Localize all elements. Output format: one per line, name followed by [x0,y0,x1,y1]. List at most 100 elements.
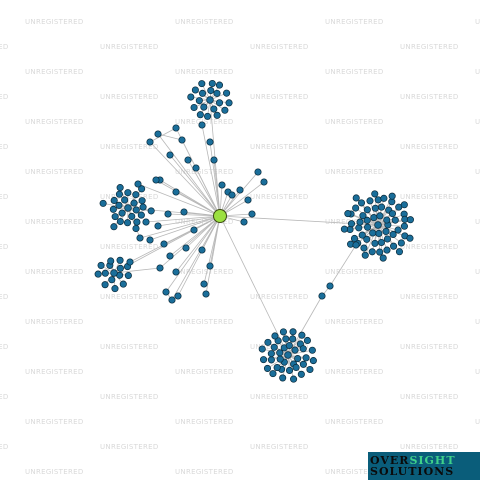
logo-line-1: OVERSIGHT [370,455,456,466]
watermark-text: UNREGISTERED [325,318,384,326]
watermark-text: UNREGISTERED [0,43,9,51]
watermark-text: UNREGISTERED [175,368,234,376]
graph-node [223,89,231,97]
graph-node [174,292,182,300]
graph-edge [185,215,221,249]
graph-node [263,364,272,372]
watermark-text: UNREGISTERED [25,468,84,476]
graph-node [254,168,262,176]
graph-node [180,208,188,216]
graph-edge [205,215,221,295]
watermark-text: UNREGISTERED [25,268,84,276]
center-node [213,209,227,223]
graph-node [347,220,356,228]
graph-node [208,79,216,88]
graph-node [279,328,287,336]
edge-layer [98,83,411,380]
watermark-text: UNREGISTERED [325,468,384,476]
graph-node [207,86,215,95]
graph-edge [371,224,379,252]
graph-node [285,341,293,350]
watermark-text: UNREGISTERED [325,418,384,426]
graph-edge [267,354,289,369]
watermark-text: UNREGISTERED [250,393,309,401]
graph-node [368,248,376,256]
graph-node [218,181,226,189]
graph-node [318,292,326,300]
oversight-solutions-logo: OVERSIGHT SOLUTIONS [368,452,480,480]
watermark-text: UNREGISTERED [400,143,459,151]
graph-node [264,338,272,346]
graph-edge [355,207,379,226]
graph-node [110,269,118,277]
watermark-text: UNREGISTERED [400,393,459,401]
graph-node [198,89,207,97]
graph-node [119,280,127,288]
graph-node [274,337,282,345]
graph-node [375,229,383,238]
graph-edge [329,244,357,287]
graph-node [395,248,404,256]
graph-node [389,230,397,239]
graph-node [377,238,385,247]
watermark-text: UNREGISTERED [400,93,459,101]
graph-node [388,210,397,218]
graph-node [206,138,214,146]
watermark-text: UNREGISTERED [100,243,159,251]
watermark-text: UNREGISTERED [0,293,9,301]
graph-node [198,80,206,88]
graph-node [340,225,348,233]
graph-node [109,205,117,213]
graph-node [115,190,123,198]
graph-node [406,234,414,242]
graph-node [128,212,136,220]
watermark-text: UNREGISTERED [0,343,9,351]
graph-node [267,356,275,364]
graph-edge [364,224,379,256]
graph-node [259,356,268,364]
watermark-text: UNREGISTERED [400,193,459,201]
graph-node [132,224,140,233]
graph-node [376,212,384,220]
watermark-text: UNREGISTERED [175,68,234,76]
graph-node [123,219,132,227]
graph-edge [145,215,221,223]
graph-edge [169,154,221,217]
graph-edge [287,349,313,356]
graph-node [308,346,316,354]
graph-node [383,235,392,243]
graph-node [124,204,132,212]
graph-node [195,97,203,105]
graph-node [172,188,180,196]
graph-node [270,343,278,351]
graph-node [388,192,396,200]
graph-node [406,216,414,224]
watermark-text: UNREGISTERED [175,318,234,326]
graph-node [379,254,387,262]
graph-edge [267,342,289,356]
watermark-text: UNREGISTERED [400,243,459,251]
watermark-text: UNREGISTERED [25,368,84,376]
watermark-text: UNREGISTERED [175,18,234,26]
graph-node [172,124,180,132]
graph-node [276,355,284,363]
graph-edge [354,224,379,239]
graph-node [110,223,118,231]
graph-node [299,345,307,353]
graph-edge [113,267,161,274]
watermark-text: UNREGISTERED [250,293,309,301]
graph-node [116,264,124,272]
graph-node [108,276,116,284]
graph-node [184,156,192,164]
graph-node [154,222,162,230]
graph-edge [219,181,265,217]
watermark-text: UNREGISTERED [400,443,459,451]
graph-node [284,351,292,359]
graph-edge [262,348,289,356]
graph-node [192,164,200,172]
logo-sight-text: SIGHT [409,454,456,467]
graph-node [360,244,368,252]
watermark-text: UNREGISTERED [250,193,309,201]
graph-node [124,271,132,280]
